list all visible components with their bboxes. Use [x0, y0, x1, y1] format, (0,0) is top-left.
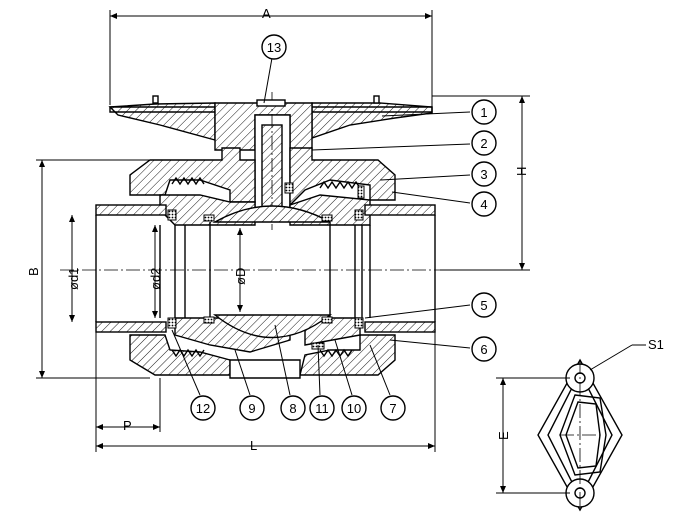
svg-text:12: 12 — [196, 401, 210, 416]
ball — [209, 205, 333, 339]
callout-10: 10 — [341, 395, 367, 421]
callout-4: 4 — [471, 191, 497, 217]
callout-6: 6 — [471, 336, 497, 362]
svg-text:6: 6 — [480, 342, 487, 357]
dimension-l-label: L — [250, 438, 257, 453]
dimension-d2-label: ød2 — [148, 268, 163, 290]
svg-text:13: 13 — [267, 40, 281, 55]
dimension-b-label: B — [26, 267, 41, 276]
callout-2: 2 — [471, 130, 497, 156]
valve-body-upper — [129, 147, 396, 226]
callouts: 1 2 3 4 5 6 7 8 — [190, 34, 497, 421]
dimension-h: H — [432, 95, 530, 271]
dimension-b: B — [26, 159, 150, 379]
callout-12: 12 — [190, 395, 216, 421]
svg-text:3: 3 — [480, 167, 487, 182]
svg-text:9: 9 — [248, 401, 255, 416]
callout-13: 13 — [261, 34, 287, 60]
dimension-p-label: P — [123, 418, 132, 433]
leader-lines — [171, 57, 471, 396]
dimension-d2: ød2 — [148, 225, 163, 318]
svg-text:7: 7 — [389, 401, 396, 416]
callout-7: 7 — [380, 395, 406, 421]
pipe-ends — [95, 204, 436, 333]
inner-bore-lines — [60, 225, 440, 318]
callout-5: 5 — [471, 292, 497, 318]
dimension-p: P — [95, 332, 161, 452]
svg-text:1: 1 — [480, 105, 487, 120]
dimension-bore-d-label: øD — [233, 268, 248, 285]
dimension-e-label: E — [496, 431, 511, 440]
dimension-s1-label: S1 — [648, 337, 664, 352]
mounting-plate-view: E S1 — [496, 337, 664, 512]
dimension-d1: ød1 — [66, 215, 81, 322]
callout-3: 3 — [471, 161, 497, 187]
dimension-l: L — [96, 332, 436, 453]
dimension-bore-d: øD — [233, 228, 248, 312]
dimension-a-label: A — [262, 6, 271, 21]
callout-11: 11 — [309, 395, 335, 421]
dimension-a: A — [109, 6, 433, 110]
svg-text:11: 11 — [315, 401, 329, 416]
svg-text:2: 2 — [480, 136, 487, 151]
svg-text:10: 10 — [347, 401, 361, 416]
dimension-d1-label: ød1 — [66, 268, 81, 290]
callout-9: 9 — [239, 395, 265, 421]
callout-1: 1 — [471, 99, 497, 125]
svg-text:5: 5 — [480, 298, 487, 313]
svg-text:4: 4 — [480, 197, 487, 212]
dimension-h-label: H — [514, 167, 529, 176]
callout-8: 8 — [280, 395, 306, 421]
svg-text:8: 8 — [289, 401, 296, 416]
